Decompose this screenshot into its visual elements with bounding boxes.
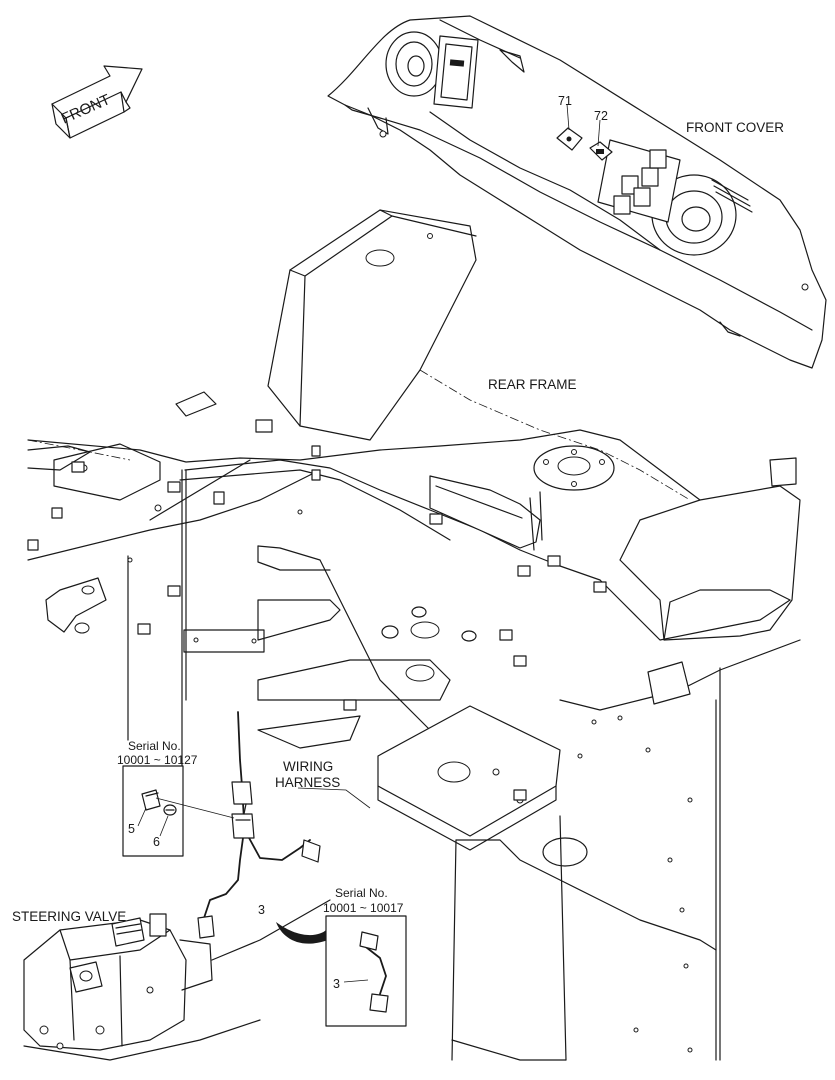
callout-72: 72	[594, 109, 608, 123]
serial-b-range: 10001 ~ 10017	[323, 901, 404, 915]
wiring-harness-label-line1: WIRING	[283, 759, 333, 774]
callout-71: 71	[558, 94, 572, 108]
callout-3-detail: 3	[333, 977, 340, 991]
callout-5: 5	[128, 822, 135, 836]
detail-box-serial-b	[325, 915, 407, 1027]
serial-a-title: Serial No.	[128, 739, 181, 753]
front-cover-label: FRONT COVER	[686, 120, 784, 135]
front-arrow: FRONT	[51, 65, 143, 139]
wiring-harness	[197, 711, 371, 944]
detail-box-serial-a	[122, 765, 235, 857]
rear-frame-label: REAR FRAME	[488, 377, 577, 392]
front-cover	[327, 15, 827, 369]
wiring-harness-label-line2: HARNESS	[275, 775, 340, 790]
rear-frame	[27, 209, 801, 1061]
steering-valve-label: STEERING VALVE	[12, 909, 126, 924]
steering-valve	[23, 899, 331, 1061]
serial-a-range: 10001 ~ 10127	[117, 753, 198, 767]
callout-6: 6	[153, 835, 160, 849]
serial-b-title: Serial No.	[335, 886, 388, 900]
callout-3-main: 3	[258, 903, 265, 917]
